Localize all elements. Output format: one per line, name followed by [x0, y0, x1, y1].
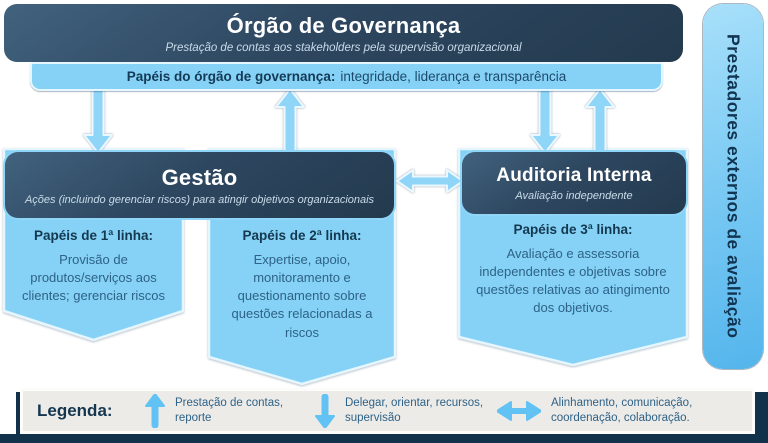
governance-title: Órgão de Governança: [226, 12, 461, 38]
legend-item-label: Delegar, orientar, recursos, supervisão: [345, 397, 484, 424]
arrow-down-governance-to-management-icon: [83, 88, 113, 154]
footer-bar: [0, 434, 768, 443]
second-line-heading: Papéis de 2ª linha:: [242, 228, 362, 243]
first-line-heading: Papéis de 1ª linha:: [33, 228, 154, 243]
legend: Legenda: Prestação de contas, reporte De…: [20, 388, 755, 434]
governance-roles-label-rest: integridade, liderança e transparência: [340, 69, 567, 84]
internal-audit-title: Auditoria Interna: [496, 164, 652, 186]
management-title: Gestão: [161, 164, 238, 190]
governance-subtitle: Prestação de contas aos stakeholders pel…: [165, 41, 522, 54]
legend-item-delegation: Delegar, orientar, recursos, supervisão: [315, 394, 487, 428]
third-line-panel: Papéis de 3ª linha: Avaliação e assessor…: [464, 221, 682, 318]
management-subtitle: Ações (incluindo gerenciar riscos) para …: [24, 193, 375, 206]
arrow-down-governance-to-audit-icon: [530, 88, 560, 154]
third-line-body: Avaliação e assessoria independentes e o…: [476, 245, 670, 316]
first-line-panel: Papéis de 1ª linha: Provisão de produtos…: [10, 227, 177, 305]
arrow-left-right-icon: [497, 401, 541, 421]
legend-item-label: Alinhamento, comunicação, coordenação, c…: [551, 397, 693, 424]
second-line-body: Expertise, apoio, monitoramento e questi…: [231, 251, 373, 340]
legend-item-label: Prestação de contas, reporte: [175, 397, 284, 424]
internal-audit-box: Auditoria Interna Avaliação independente: [462, 152, 686, 214]
external-providers-bar: Prestadores externos de avaliação: [703, 4, 763, 369]
first-line-body: Provisão de produtos/serviços aos client…: [21, 251, 166, 304]
arrow-left-right-management-audit-icon: [396, 169, 464, 193]
governance-roles-label-bold: Papéis do órgão de governança:: [126, 69, 336, 84]
legend-title: Legenda:: [37, 401, 113, 420]
governance-roles-banner: Papéis do órgão de governança: integrida…: [30, 62, 663, 91]
arrow-up-icon: [145, 394, 165, 428]
arrow-down-icon: [315, 394, 335, 428]
third-line-heading: Papéis de 3ª linha:: [513, 222, 633, 237]
legend-item-accountability: Prestação de contas, reporte: [145, 394, 303, 428]
governance-body-box: Órgão de Governança Prestação de contas …: [4, 4, 683, 62]
external-providers-label: Prestadores externos de avaliação: [723, 34, 744, 339]
second-line-panel: Papéis de 2ª linha: Expertise, apoio, mo…: [214, 227, 390, 342]
management-box: Gestão Ações (incluindo gerenciar riscos…: [5, 152, 394, 218]
internal-audit-subtitle: Avaliação independente: [515, 189, 633, 202]
arrow-up-management-to-governance-icon: [275, 88, 305, 154]
legend-item-alignment: Alinhamento, comunicação, coordenação, c…: [497, 396, 719, 426]
arrow-up-audit-to-governance-icon: [585, 88, 615, 154]
